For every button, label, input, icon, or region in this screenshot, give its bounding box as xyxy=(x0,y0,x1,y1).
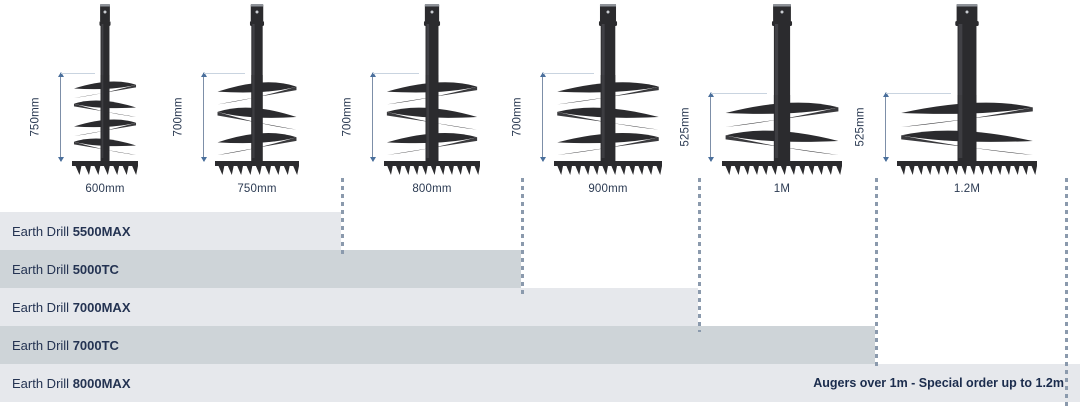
column-divider-4 xyxy=(875,178,878,370)
dimension-arrow-down xyxy=(707,157,714,162)
dimension-extension-tick xyxy=(886,93,951,94)
auger-size-label: 1M xyxy=(773,183,791,195)
column-divider-1 xyxy=(341,178,344,256)
auger-600mm xyxy=(65,0,145,179)
model-row-model: 8000MAX xyxy=(72,375,131,391)
special-order-note: Augers over 1m - Special order up to 1.2… xyxy=(813,376,1064,390)
auger-depth-dimension: 700mm xyxy=(172,72,207,162)
dimension-line xyxy=(542,73,543,161)
auger-depth-dimension: 525mm xyxy=(854,92,889,162)
column-divider-2 xyxy=(521,178,524,294)
auger-1.2m xyxy=(890,0,1044,179)
dimension-extension-tick xyxy=(373,73,420,74)
model-row[interactable]: Earth Drill 8000MAX Augers over 1m - Spec… xyxy=(0,364,1080,402)
auger-1m xyxy=(715,0,849,179)
dimension-extension-tick xyxy=(543,73,595,74)
model-row-prefix: Earth Drill xyxy=(12,375,73,391)
model-row-label: Earth Drill 5000TC xyxy=(0,262,119,277)
dimension-arrow-up xyxy=(369,72,376,77)
model-row-prefix: Earth Drill xyxy=(12,337,73,353)
dimension-line xyxy=(710,93,711,161)
model-row[interactable]: Earth Drill 7000TC xyxy=(0,326,875,364)
auger-size-label: 800mm xyxy=(412,183,452,195)
dimension-arrow-up xyxy=(707,92,714,97)
auger-illustration-row: 600mm 750mm 750mm 700mm xyxy=(29,0,1044,195)
model-row-label: Earth Drill 8000MAX xyxy=(0,376,131,391)
column-divider-5 xyxy=(1065,178,1068,408)
auger-size-label: 900mm xyxy=(588,183,628,195)
dimension-arrow-down xyxy=(369,157,376,162)
dimension-value: 700mm xyxy=(341,97,354,137)
column-divider-3 xyxy=(698,178,701,332)
model-row[interactable]: Earth Drill 5500MAX xyxy=(0,212,341,250)
auger-size-label: 750mm xyxy=(237,183,277,195)
model-row-prefix: Earth Drill xyxy=(12,299,73,315)
dimension-arrow-down xyxy=(539,157,546,162)
model-row-model: 5000TC xyxy=(72,261,119,277)
dimension-line xyxy=(372,73,373,161)
dimension-arrow-down xyxy=(57,157,64,162)
auger-size-label: 600mm xyxy=(85,183,125,195)
model-row[interactable]: Earth Drill 5000TC xyxy=(0,250,521,288)
model-row[interactable]: Earth Drill 7000MAX xyxy=(0,288,698,326)
dimension-value: 700mm xyxy=(172,97,185,137)
auger-750mm xyxy=(208,0,306,179)
auger-depth-dimension: 700mm xyxy=(341,72,376,162)
dimension-extension-tick xyxy=(61,73,95,74)
model-row-label: Earth Drill 7000TC xyxy=(0,338,119,353)
dimension-extension-tick xyxy=(711,93,768,94)
auger-depth-dimension: 700mm xyxy=(511,72,546,162)
dimension-line xyxy=(203,73,204,161)
dimension-arrow-down xyxy=(882,157,889,162)
model-row-label: Earth Drill 7000MAX xyxy=(0,300,131,315)
model-row-label: Earth Drill 5500MAX xyxy=(0,224,131,239)
dimension-line xyxy=(885,93,886,161)
model-row-prefix: Earth Drill xyxy=(12,223,73,239)
model-row-model: 5500MAX xyxy=(72,223,131,239)
auger-800mm xyxy=(377,0,487,179)
model-row-prefix: Earth Drill xyxy=(12,261,73,277)
dimension-arrow-down xyxy=(200,157,207,162)
dimension-arrow-up xyxy=(200,72,207,77)
dimension-arrow-up xyxy=(882,92,889,97)
dimension-arrow-up xyxy=(539,72,546,77)
dimension-value: 750mm xyxy=(29,97,42,137)
model-row-model: 7000TC xyxy=(72,337,119,353)
dimension-value: 700mm xyxy=(511,97,524,137)
dimension-arrow-up xyxy=(57,72,64,77)
dimension-value: 525mm xyxy=(679,107,692,147)
model-row-model: 7000MAX xyxy=(72,299,131,315)
dimension-extension-tick xyxy=(204,73,246,74)
auger-size-label: 1.2M xyxy=(953,183,981,195)
dimension-value: 525mm xyxy=(854,107,867,147)
auger-900mm xyxy=(547,0,669,179)
auger-depth-dimension: 750mm xyxy=(29,72,64,162)
dimension-line xyxy=(60,73,61,161)
auger-depth-dimension: 525mm xyxy=(679,92,714,162)
